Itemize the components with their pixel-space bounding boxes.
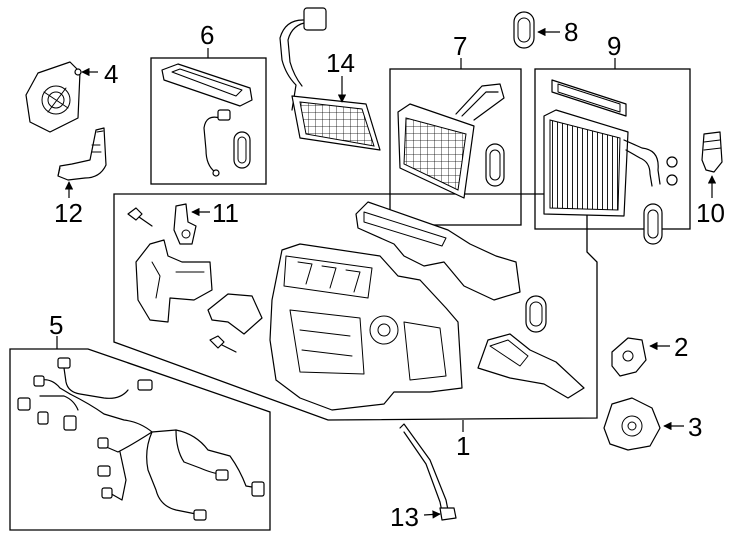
callout-12: 12: [54, 198, 83, 228]
leader-lines: [56, 27, 717, 519]
part-6-seal-and-sensor: [161, 63, 253, 177]
callout-11: 11: [212, 198, 239, 228]
callout-10: 10: [696, 198, 725, 228]
part-13-drain-tube: [399, 423, 457, 521]
part-10-sensor: [701, 131, 723, 173]
callout-14: 14: [326, 48, 355, 78]
callout-5: 5: [49, 310, 63, 340]
part-1-hvac-housing: [135, 201, 585, 411]
group-box-5: [9, 348, 271, 531]
part-5-wiring-harness: [17, 357, 265, 521]
part-12-hose: [57, 127, 107, 181]
callout-7: 7: [453, 31, 467, 61]
callout-6: 6: [200, 20, 214, 50]
callout-2: 2: [674, 332, 688, 362]
part-2-actuator: [611, 337, 647, 377]
part-11-actuator: [173, 203, 197, 245]
callout-13: 13: [390, 502, 419, 532]
part-14-heater-core: [279, 7, 381, 151]
callout-4: 4: [104, 59, 118, 89]
part-4-blower-cover: [25, 61, 82, 133]
callout-1: 1: [456, 431, 470, 461]
callout-8: 8: [564, 17, 578, 47]
group-box-9: [534, 68, 691, 230]
bolt-lower: [209, 335, 237, 353]
part-3-motor: [603, 397, 661, 451]
part-8-seal: [513, 11, 535, 49]
group-box-7: [389, 68, 522, 226]
part-7-evaporator: [397, 83, 505, 199]
callout-9: 9: [607, 31, 621, 61]
callout-3: 3: [688, 412, 702, 442]
bolt-upper: [127, 207, 153, 227]
part-9-heater-core: [543, 79, 678, 245]
